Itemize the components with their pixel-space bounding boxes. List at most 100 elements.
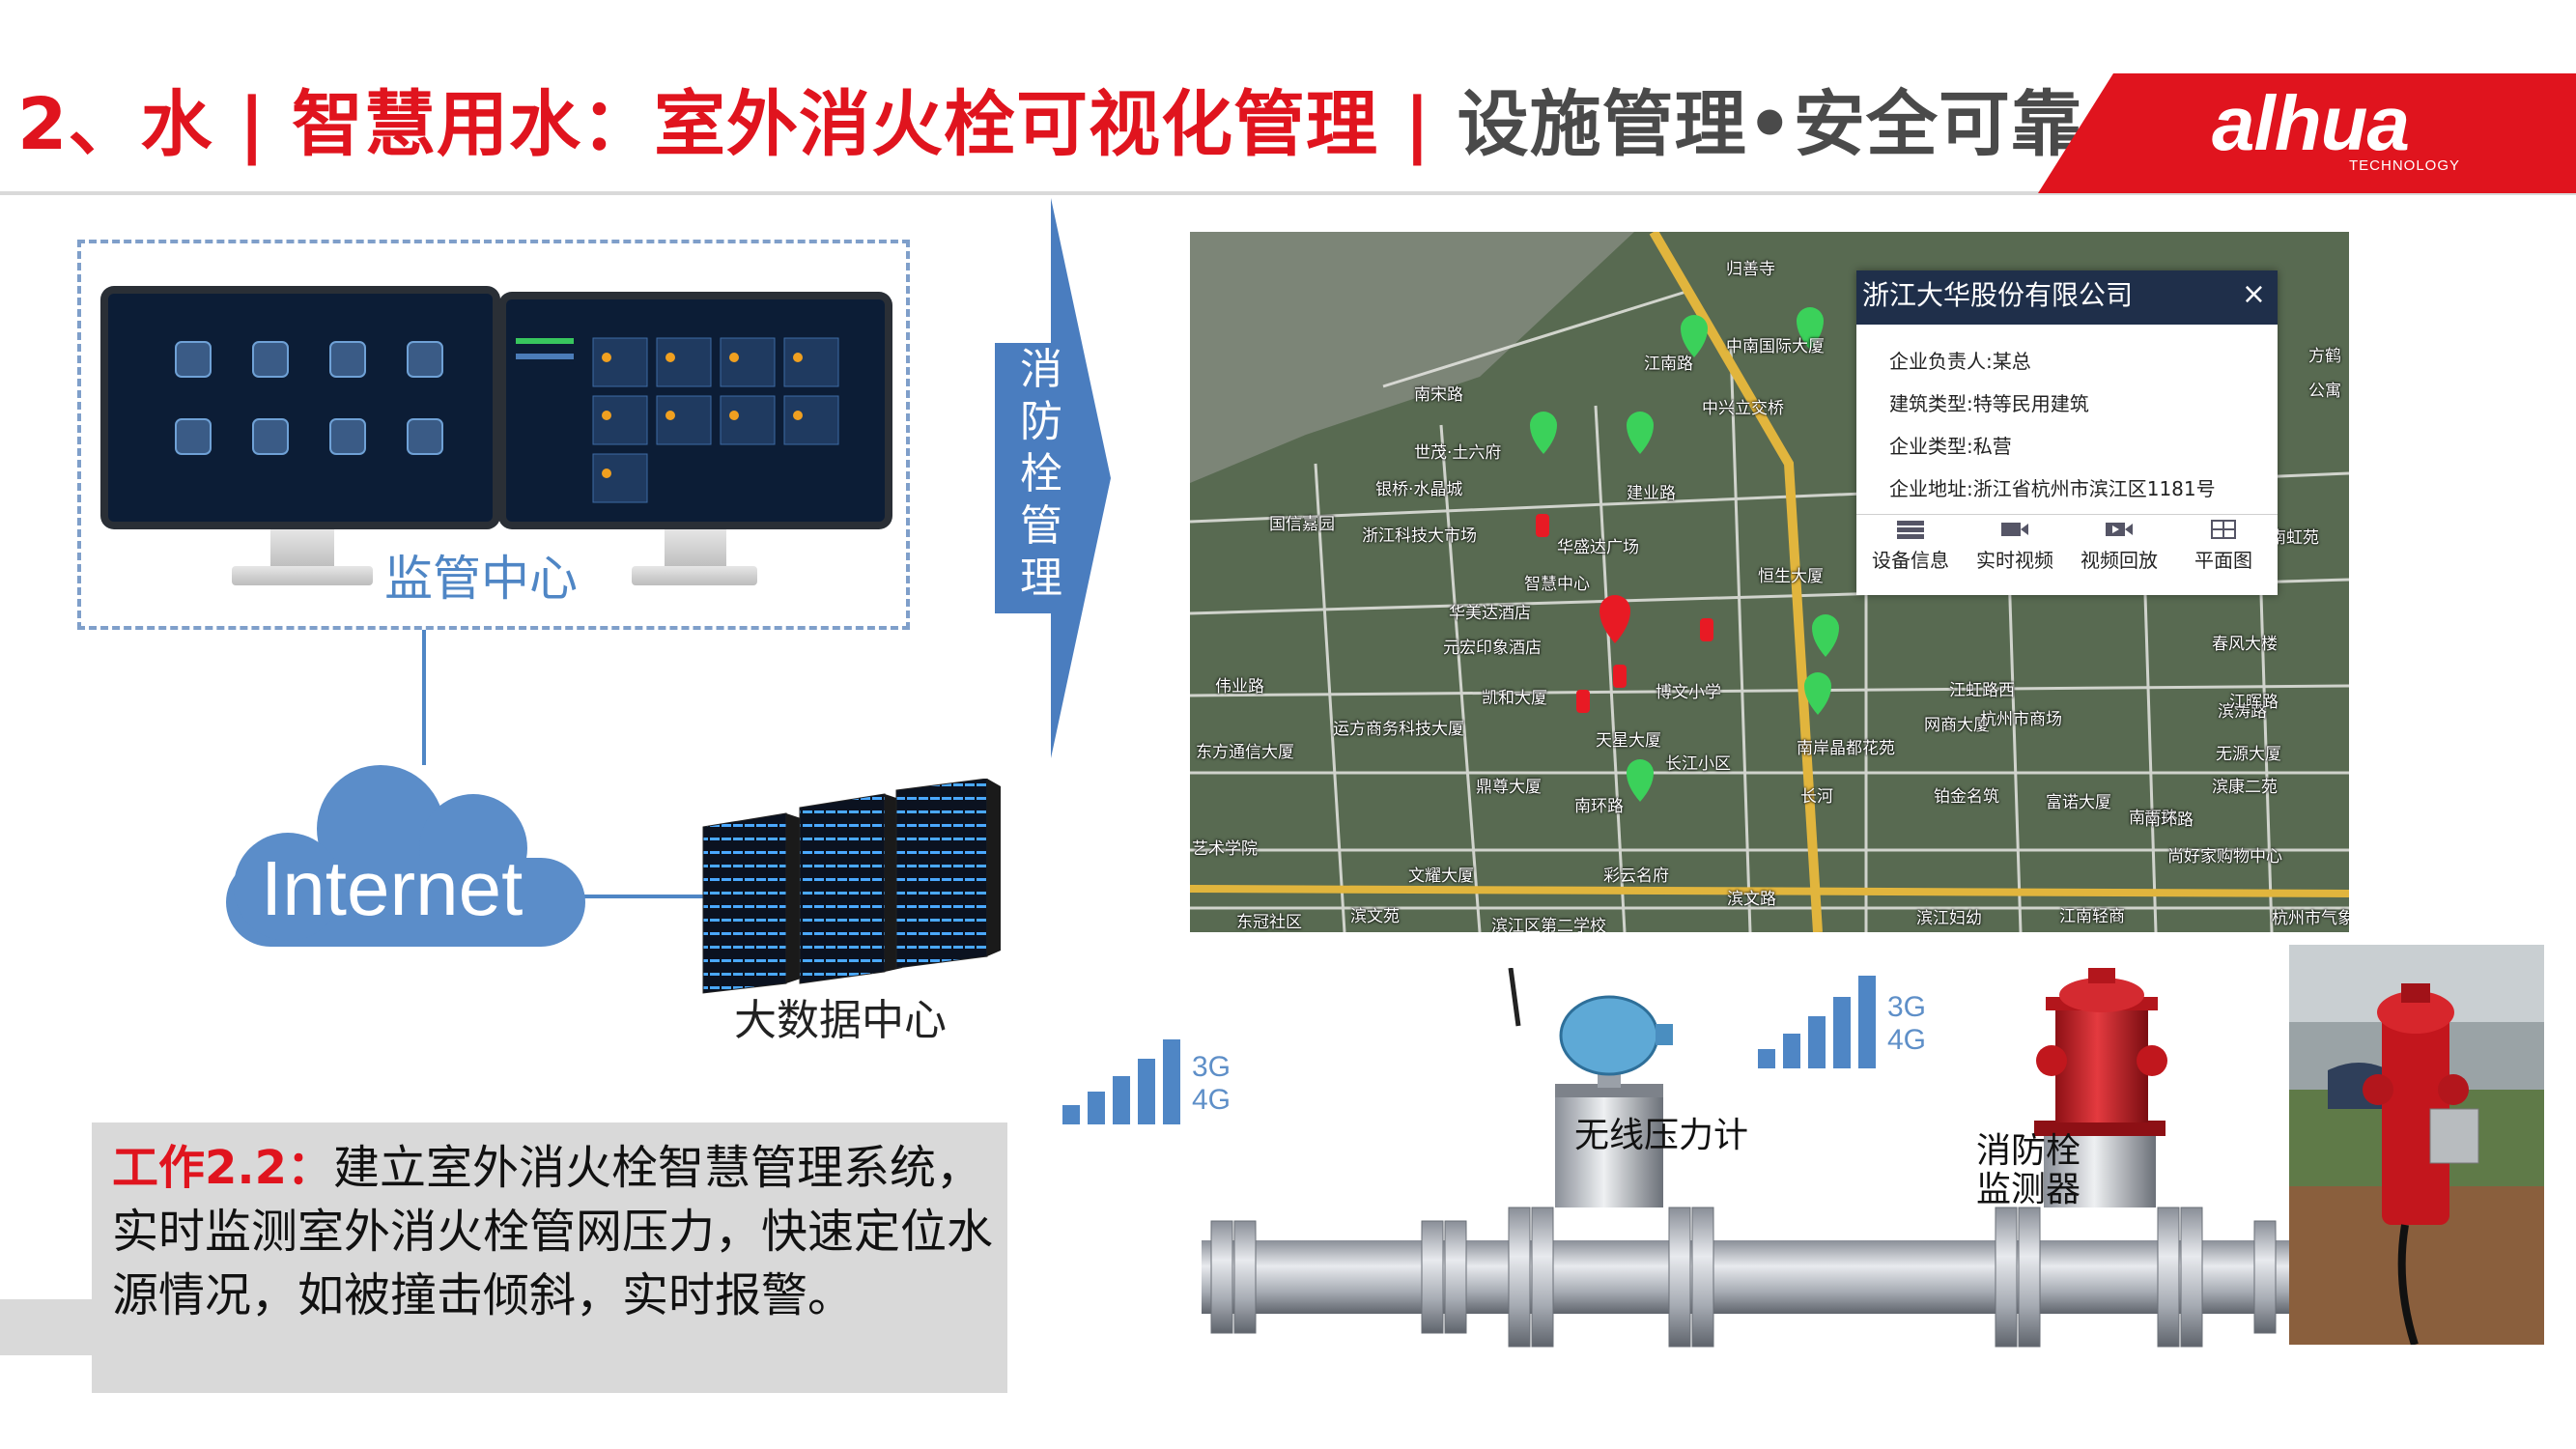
map-road-label: 恒生大厦	[1758, 567, 1824, 586]
map-road-label: 长江小区	[1665, 754, 1731, 774]
map-road-label: 滨文苑	[1350, 907, 1400, 926]
map-road-label: 博文小学	[1656, 683, 1721, 702]
map-road-label: 华盛达广场	[1557, 538, 1639, 557]
monitor-left-base	[232, 566, 373, 585]
popup-row-building-type: 建筑类型:特等民用建筑	[1889, 392, 2089, 415]
monitor-right-base	[632, 566, 757, 585]
map-road-label: 尚好家购物中心	[2167, 847, 2282, 867]
map-road-label: 网商大厦	[1924, 716, 1990, 735]
hydrant-photo	[2289, 945, 2544, 1345]
video-playback-icon	[2106, 523, 2133, 536]
map-marker-green	[1530, 307, 1839, 802]
popup-title: 浙江大华股份有限公司	[1862, 279, 2134, 311]
monitor-left	[100, 286, 500, 529]
hydrant-management-label: 消防栓管理	[1020, 345, 1062, 603]
map-road-label: 滨文路	[1727, 890, 1776, 909]
connector-vertical	[422, 630, 426, 765]
map-road-label: 长河	[1800, 787, 1833, 807]
monitor-right-stand	[665, 529, 726, 568]
map-road-label: 南环路	[1574, 797, 1624, 816]
map-road-label: 元宏印象酒店	[1443, 639, 1542, 658]
title-part-gray: 设施管理•安全可靠	[1457, 83, 2083, 166]
map-road-label: 中南国际大厦	[1726, 337, 1825, 356]
data-center-servers-icon	[702, 779, 1001, 994]
connector-horizontal	[580, 895, 703, 898]
map-road-label: 运方商务科技大厦	[1333, 720, 1464, 739]
map-road-label: 江晖路	[2229, 693, 2279, 712]
map-road-label: 南环路	[2129, 809, 2178, 828]
logo-subtitle: TECHNOLOGY	[2349, 157, 2461, 174]
map-road-label: 杭州市气象	[2272, 909, 2349, 928]
monitor-right	[498, 292, 892, 529]
monitor-left-stand	[270, 529, 334, 568]
map-road-label: 鼎尊大厦	[1476, 778, 1542, 797]
map-road-label: 天星大厦	[1596, 731, 1661, 751]
live-video-icon	[2001, 523, 2028, 536]
map-road-label: 文耀大厦	[1408, 867, 1474, 886]
live-video-button[interactable]: 实时视频	[1967, 520, 2063, 570]
popup-divider	[1856, 514, 2278, 515]
signal-label-left: 3G 4G	[1192, 1051, 1231, 1116]
map-road-label: 铂金名筑	[1934, 787, 1999, 807]
signal-label-right: 3G 4G	[1887, 991, 1927, 1056]
note-text: 工作2.2：建立室外消火栓智慧管理系统，实时监测室外消火栓管网压力，快速定位水源…	[112, 1136, 1001, 1327]
map-road-label: 东冠社区	[1236, 913, 1302, 932]
live-video-label: 实时视频	[1976, 549, 2053, 572]
dashboard-widgets	[516, 337, 839, 503]
map-road-label: 银桥·水晶城	[1375, 480, 1463, 499]
close-icon[interactable]: ×	[2241, 277, 2266, 311]
map-road-label: 江南路	[1644, 355, 1693, 374]
monitoring-center-label: 监管中心	[384, 551, 578, 607]
map-road-label: 无源大厦	[2216, 745, 2281, 764]
map-road-label: 中兴立交桥	[1702, 399, 1784, 418]
big-data-center-label: 大数据中心	[734, 996, 947, 1045]
map-road-label: 方鹤	[2308, 347, 2341, 366]
map-road-label: 南岸晶都花苑	[1797, 739, 1895, 758]
signal-bars-icon	[1758, 976, 1876, 1068]
video-playback-label: 视频回放	[2081, 549, 2158, 572]
map-road-label: 智慧中心	[1524, 575, 1590, 594]
water-pipe-illustration	[1202, 968, 2289, 1348]
map-road-label: 富诺大厦	[2046, 793, 2111, 812]
note-accent-strip	[0, 1299, 93, 1355]
map-road-label: 江虹路西	[1949, 681, 2015, 700]
flow-arrow-shape	[995, 198, 1111, 758]
map-road-label: 国信嘉园	[1269, 515, 1335, 534]
map-hydrant-red	[1536, 514, 1713, 713]
header-divider	[0, 191, 2576, 195]
note-body: 建立室外消火栓智慧管理系统，实时监测室外消火栓管网压力，快速定位水源情况，如被撞…	[112, 1141, 994, 1322]
map-road-label: 浙江科技大市场	[1362, 526, 1477, 546]
dahua-logo: alhua	[2212, 80, 2410, 166]
hydrant-monitor-label: 消防栓 监测器	[1976, 1131, 2081, 1209]
video-playback-button[interactable]: 视频回放	[2071, 520, 2167, 570]
map-road-label: 艺术学院	[1192, 839, 1258, 859]
device-info-label: 设备信息	[1872, 549, 1949, 572]
map-road-label: 公寓	[2308, 382, 2341, 401]
popup-row-address: 企业地址:浙江省杭州市滨江区1181号	[1889, 477, 2216, 500]
company-info-popup: 浙江大华股份有限公司 × 企业负责人:某总 建筑类型:特等民用建筑 企业类型:私…	[1856, 270, 2278, 595]
map-road-label: 南宋路	[1414, 385, 1463, 405]
popup-row-manager: 企业负责人:某总	[1889, 350, 2031, 373]
map-road-label: 滨涛路	[2218, 702, 2267, 722]
floor-plan-button[interactable]: 平面图	[2175, 520, 2272, 570]
map-road-label: 南环路	[2144, 810, 2194, 830]
map-road-label: 华美达酒店	[1449, 604, 1531, 623]
device-info-icon	[1897, 521, 1924, 539]
map-road-label: 滨康二苑	[2212, 778, 2278, 797]
app-grid-icons	[175, 341, 443, 455]
internet-cloud-icon	[226, 765, 585, 947]
title-part-red: 2、水 | 智慧用水：室外消火栓可视化管理 |	[17, 83, 1458, 166]
map-road-label: 彩云名府	[1603, 867, 1669, 886]
signal-bars-icon	[1062, 1039, 1180, 1124]
page-title: 2、水 | 智慧用水：室外消火栓可视化管理 | 设施管理•安全可靠	[17, 89, 2083, 160]
map-road-label: 滨江妇幼	[1916, 909, 1982, 928]
note-card	[92, 1122, 1007, 1393]
map-road-label: 凯和大厦	[1482, 689, 1547, 708]
popup-row-company-type: 企业类型:私营	[1889, 435, 2012, 458]
monitoring-center-box	[77, 240, 910, 630]
internet-label: Internet	[261, 845, 524, 931]
device-info-button[interactable]: 设备信息	[1862, 520, 1959, 570]
hydrant-photo-image	[2289, 945, 2544, 1345]
map-road-label: 建业路	[1627, 484, 1676, 503]
logo-band	[2038, 73, 2576, 193]
